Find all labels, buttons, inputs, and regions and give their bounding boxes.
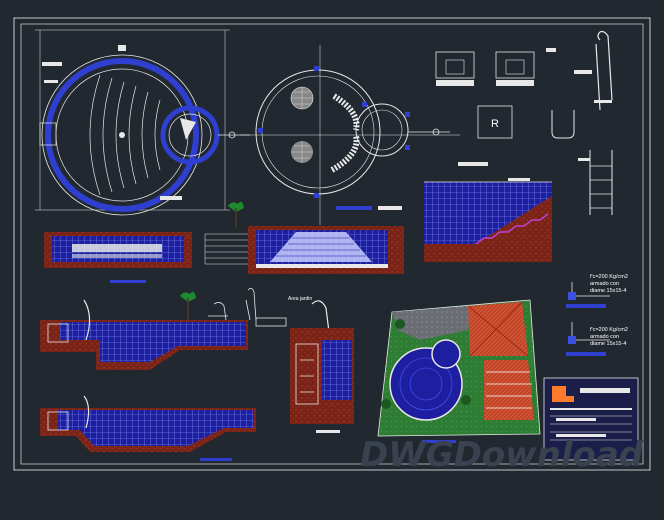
long-section-2 bbox=[40, 288, 287, 370]
spec-notes: f'c=200 Kg/cm2 armado con diame 15x15-4 … bbox=[566, 274, 628, 356]
long-section-3 bbox=[40, 395, 256, 461]
detail-boxes: R bbox=[435, 30, 613, 215]
spec-2-line1: f'c=200 Kg/cm2 bbox=[590, 327, 628, 333]
spec-1-line1: f'c=200 Kg/cm2 bbox=[590, 274, 628, 280]
spec-2-line3: diame 15x15-4 bbox=[590, 341, 626, 347]
ladder-section: Area jardin bbox=[288, 296, 354, 433]
title-block bbox=[543, 377, 639, 461]
long-section-1 bbox=[44, 232, 192, 283]
outer-frame bbox=[13, 17, 651, 471]
annotation-small: Area jardin bbox=[288, 296, 312, 302]
site-plan bbox=[377, 299, 541, 443]
pyramid-section bbox=[204, 201, 404, 274]
pool-plan-2 bbox=[240, 45, 460, 225]
pool-plan-1 bbox=[35, 29, 250, 216]
spec-1-line3: diame 15x15-4 bbox=[590, 288, 626, 294]
watermark: DWGDownload bbox=[360, 435, 644, 475]
ladder-tag: R bbox=[491, 118, 499, 130]
spec-2-line2: armado con bbox=[590, 334, 619, 340]
inner-frame bbox=[20, 23, 644, 465]
stair-section bbox=[424, 162, 552, 262]
spec-1-line2: armado con bbox=[590, 281, 619, 287]
